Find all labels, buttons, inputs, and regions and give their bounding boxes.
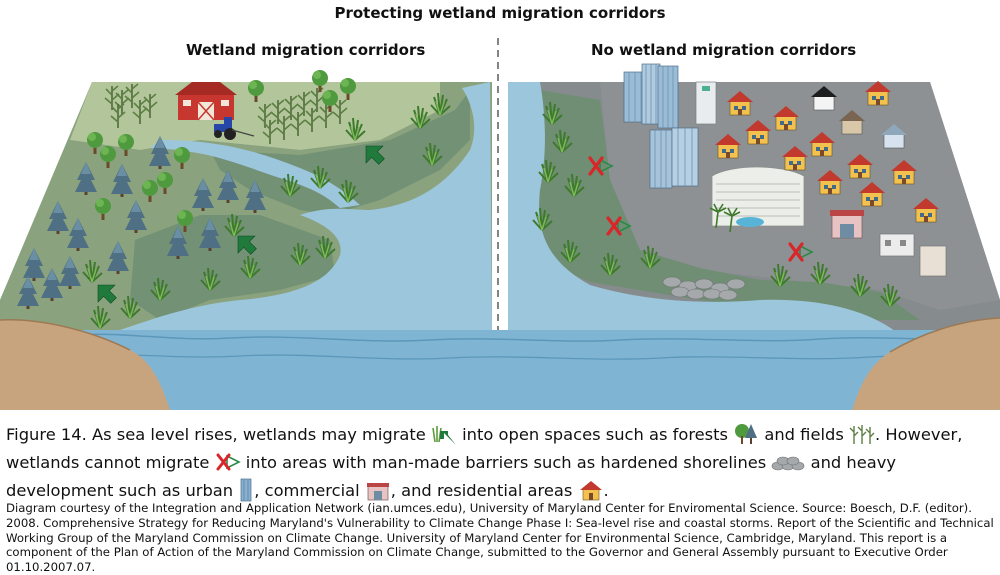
field-icon xyxy=(849,425,875,444)
left-panel-title: Wetland migration corridors xyxy=(186,41,426,59)
skyscraper-icon xyxy=(240,478,252,502)
right-panel-title: No wetland migration corridors xyxy=(591,41,857,59)
caption-text-3: and fields xyxy=(759,425,849,444)
caption-text-1: Figure 14. As sea level rises, wetlands … xyxy=(6,425,431,444)
caption-text-4: . However, wetlands cannot migrate xyxy=(6,425,963,472)
tree-icon xyxy=(735,424,758,444)
caption-text-6: and heavy development such as urban xyxy=(6,453,897,500)
rocks-icon xyxy=(772,456,805,471)
caption-text-7: , commercial xyxy=(254,481,365,500)
figure-caption: Figure 14. As sea level rises, wetlands … xyxy=(6,421,996,505)
credit-text: Diagram courtesy of the Integration and … xyxy=(6,501,994,575)
caption-text-9: . xyxy=(603,481,609,500)
red-x-icon xyxy=(216,453,241,471)
wetland-diagram xyxy=(0,38,1000,410)
green-arrow-icon xyxy=(432,426,456,445)
house-icon xyxy=(579,481,602,501)
commercial-building-icon xyxy=(366,483,389,501)
diagram-title: Protecting wetland migration corridors xyxy=(334,4,666,22)
caption-text-5: into areas with man-made barriers such a… xyxy=(240,453,772,472)
caption-text-8: , and residential areas xyxy=(390,481,578,500)
caption-text-2: into open spaces such as forests xyxy=(456,425,734,444)
